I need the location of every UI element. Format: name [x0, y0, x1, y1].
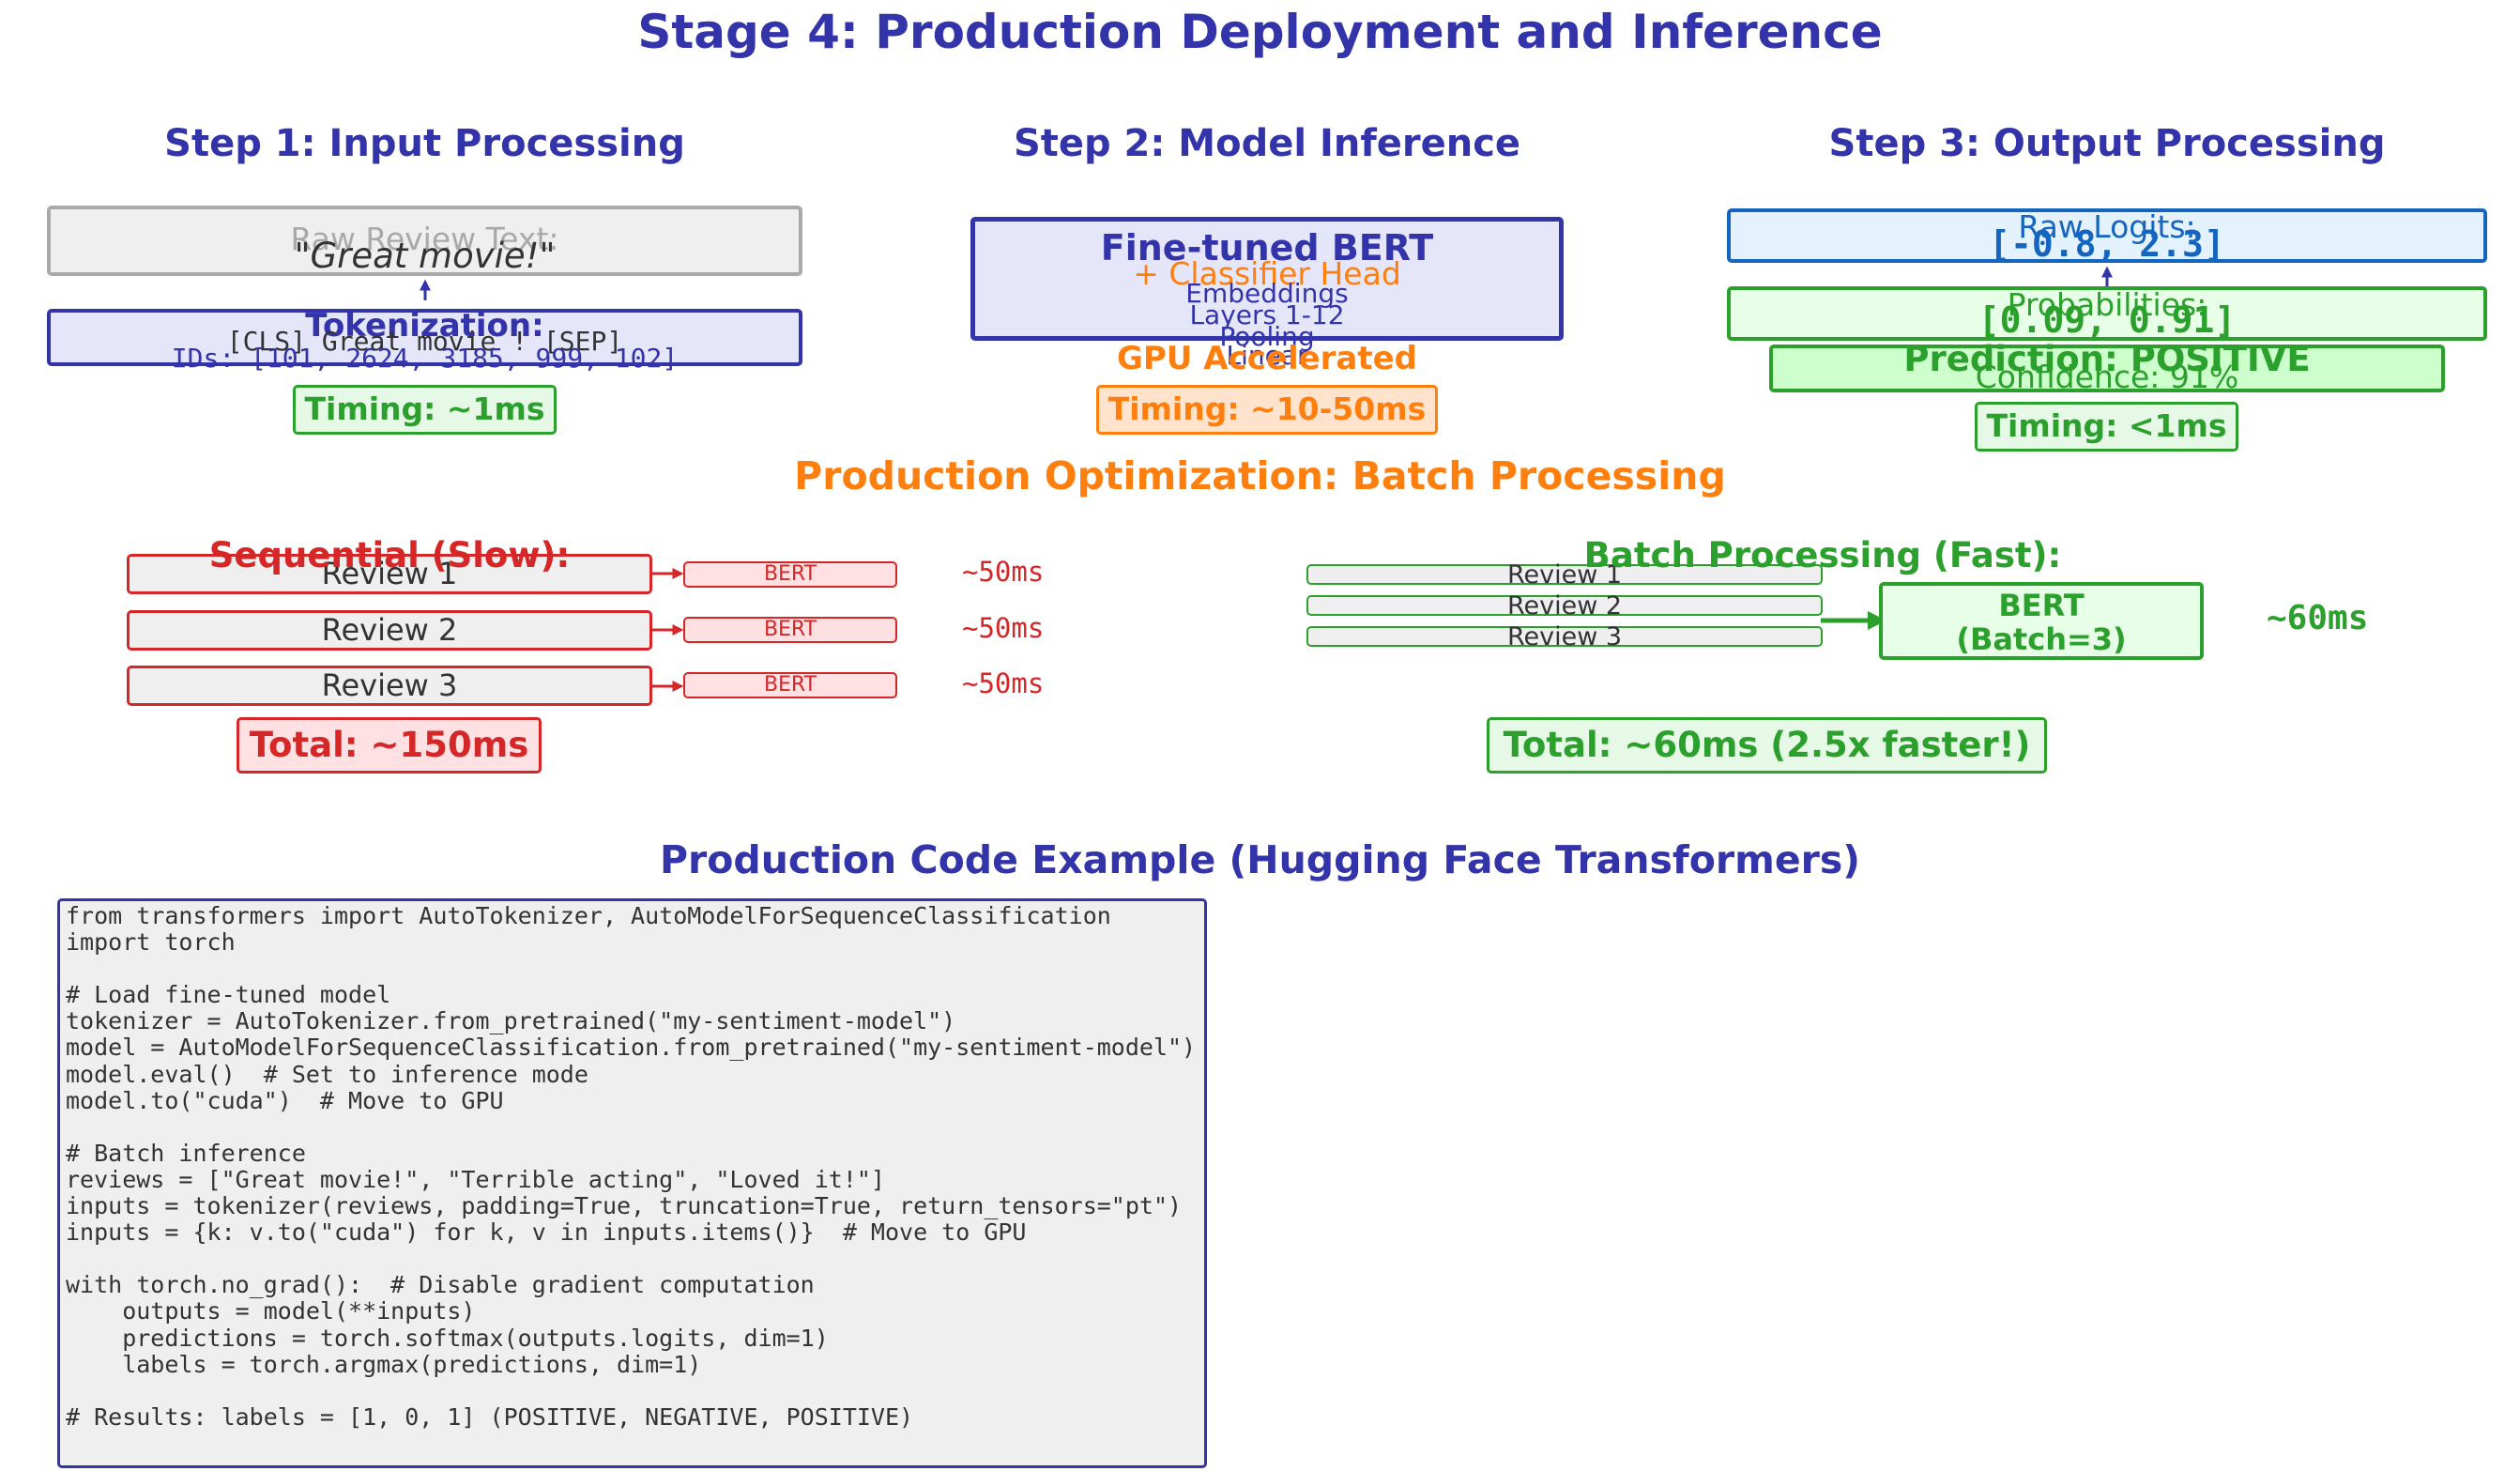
raw-text-box: Raw Review Text: "Great movie!": [47, 206, 802, 276]
seq-review-2: Review 2: [127, 610, 652, 651]
tokens-text: [CLS] Great movie ! [SEP]: [226, 326, 623, 357]
seq-time-3: ~50ms: [962, 667, 1045, 699]
batch-review-3-label: Review 3: [1506, 622, 1623, 651]
code-line: inputs = {k: v.to("cuda") for k, v in in…: [66, 1218, 1027, 1247]
step1-timing-badge: Timing: ~1ms: [293, 385, 557, 435]
batch-review-2: Review 2: [1306, 593, 1823, 620]
seq-bert-1: BERT: [683, 561, 897, 588]
bert-model-box: Fine-tuned BERT + Classifier Head Embedd…: [970, 217, 1564, 371]
code-line: [66, 1378, 1196, 1404]
seq-review-1-label: Review 1: [321, 556, 458, 591]
code-line: model.eval() # Set to inference mode: [66, 1060, 588, 1088]
prediction-box: Prediction: POSITIVE Confidence: 91%: [1769, 339, 2445, 395]
layer-embeddings: Embeddings: [1185, 278, 1349, 309]
seq-bert-2: BERT: [683, 617, 897, 643]
code-line: from transformers import AutoTokenizer, …: [66, 902, 1111, 929]
step2-timing-badge: Timing: ~10-50ms: [1096, 385, 1438, 435]
code-line: outputs = model(**inputs): [66, 1297, 476, 1325]
token-ids: IDs: [101, 2624, 3185, 999, 102]: [171, 343, 679, 374]
layer-pooling: Pooling: [1219, 321, 1315, 352]
step3-title: Step 3: Output Processing: [1828, 122, 2386, 165]
code-line: labels = torch.argmax(predictions, dim=1…: [66, 1350, 702, 1378]
seq-time-1: ~50ms: [962, 556, 1045, 588]
seq-review-1: Review 1: [127, 554, 652, 594]
logits-label: Raw Logits:: [2018, 208, 2196, 245]
step2-title: Step 2: Model Inference: [1013, 122, 1521, 165]
batch-bert-label: BERT: [1998, 588, 2085, 623]
probabilities-label: Probabilities:: [2007, 286, 2207, 323]
gpu-accelerated-label: GPU Accelerated: [1116, 340, 1418, 377]
tokenization-label: Tokenization:: [305, 307, 544, 345]
logits-box: Raw Logits: [-0.8, 2.3]: [1727, 208, 2487, 265]
code-line: # Results: labels = [1, 0, 1] (POSITIVE,…: [66, 1402, 914, 1431]
seq-title: Sequential (Slow):: [208, 535, 571, 575]
batch-review-2-label: Review 2: [1506, 591, 1623, 621]
probabilities-box: Probabilities: [0.09, 0.91]: [1727, 286, 2487, 341]
code-line: import torch: [66, 928, 236, 957]
seq-bert-3: BERT: [683, 672, 897, 698]
prediction-label: Prediction: POSITIVE: [1903, 339, 2311, 379]
seq-review-3: Review 3: [127, 666, 652, 706]
raw-text-label: Raw Review Text:: [290, 221, 559, 257]
code-line: # Load fine-tuned model: [66, 981, 391, 1009]
seq-review-3-label: Review 3: [321, 667, 458, 703]
batch-size-label: (Batch=3): [1956, 621, 2127, 657]
classifier-head: + Classifier Head: [1133, 255, 1401, 292]
code-line: tokenizer = AutoTokenizer.from_pretraine…: [66, 1007, 956, 1035]
seq-total-badge: Total: ~150ms: [237, 717, 542, 774]
code-line: [66, 956, 1196, 982]
batch-time: ~60ms: [2267, 599, 2369, 637]
code-line: # Batch inference: [66, 1139, 306, 1167]
code-line: predictions = torch.softmax(outputs.logi…: [66, 1324, 829, 1352]
tokenization-box: Tokenization: [CLS] Great movie ! [SEP] …: [47, 307, 802, 374]
seq-review-2-label: Review 2: [321, 612, 458, 648]
batch-review-1-label: Review 1: [1506, 560, 1623, 590]
batch-total-badge: Total: ~60ms (2.5x faster!): [1487, 717, 2047, 774]
batch-section-title: Production Optimization: Batch Processin…: [794, 453, 1726, 498]
step3-timing-badge: Timing: <1ms: [1975, 402, 2238, 452]
layer-encoders: Layers 1-12: [1189, 299, 1345, 330]
batch-review-3: Review 3: [1306, 624, 1823, 651]
step1-title: Step 1: Input Processing: [164, 122, 685, 165]
seq-time-2: ~50ms: [962, 612, 1045, 644]
batch-title: Batch Processing (Fast):: [1583, 535, 2062, 575]
code-line: inputs = tokenizer(reviews, padding=True…: [66, 1192, 1183, 1220]
bert-model-name: Fine-tuned BERT: [1100, 227, 1434, 268]
code-line: model.to("cuda") # Move to GPU: [66, 1086, 504, 1114]
batch-bert-box: BERT (Batch=3): [1879, 582, 2204, 660]
code-section-title: Production Code Example (Hugging Face Tr…: [659, 837, 1861, 882]
probabilities-value: [0.09, 0.91]: [1978, 299, 2237, 341]
code-line: [66, 1246, 1196, 1272]
confidence-label: Confidence: 91%: [1975, 359, 2239, 395]
raw-text-value: "Great movie!": [294, 236, 556, 276]
code-line: reviews = ["Great movie!", "Terrible act…: [66, 1165, 885, 1193]
batch-review-1: Review 1: [1306, 562, 1823, 589]
layer-linear: Linear: [1226, 340, 1308, 371]
code-lines: from transformers import AutoTokenizer, …: [66, 902, 1197, 1431]
main-title: Stage 4: Production Deployment and Infer…: [637, 5, 1883, 59]
code-block: from transformers import AutoTokenizer, …: [57, 898, 1207, 1468]
code-line: with torch.no_grad(): # Disable gradient…: [66, 1271, 815, 1299]
logits-value: [-0.8, 2.3]: [1989, 223, 2225, 265]
code-line: [66, 1114, 1196, 1141]
code-line: model = AutoModelForSequenceClassificati…: [66, 1034, 1197, 1062]
